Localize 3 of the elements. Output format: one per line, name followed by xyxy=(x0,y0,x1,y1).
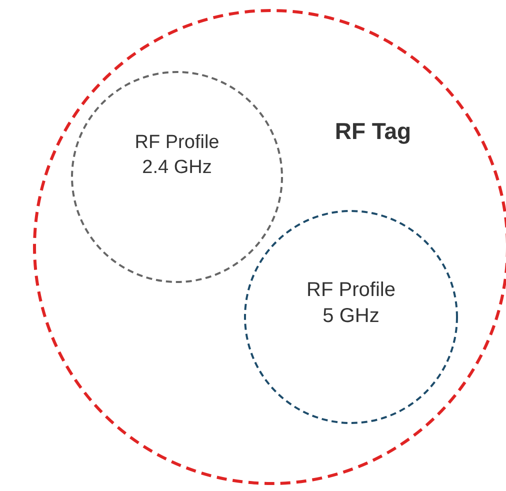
circle-label: RF Profile 5 GHz xyxy=(306,278,396,329)
circle-title: RF Tag xyxy=(334,117,412,146)
circle-label: RF Profile 2.4 GHz xyxy=(134,131,220,180)
